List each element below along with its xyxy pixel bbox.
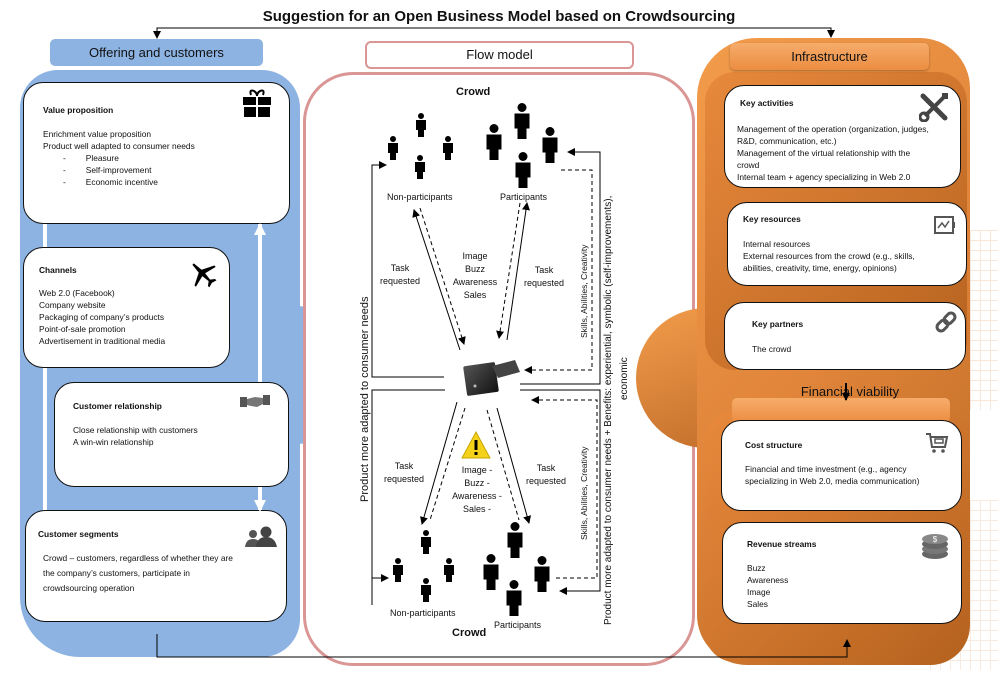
revenue-streams-card: Revenue streams Buzz Awareness Image Sal… bbox=[722, 522, 962, 624]
card-line: Internal resources bbox=[743, 239, 811, 249]
tools-icon bbox=[919, 93, 948, 122]
card-title: Key activities bbox=[740, 98, 794, 108]
handshake-icon bbox=[240, 395, 270, 407]
card-line: the company’s customers, participate in bbox=[43, 568, 190, 578]
card-line: The crowd bbox=[752, 344, 792, 354]
key-resources-card: Key resources Internal resources Externa… bbox=[727, 202, 967, 286]
diagram-title: Suggestion for an Open Business Model ba… bbox=[262, 8, 736, 25]
card-title: Key partners bbox=[752, 319, 804, 329]
non-participants-label-top: Non-participants bbox=[387, 192, 453, 202]
customer-relationship-card: Customer relationship Close relationship… bbox=[54, 382, 289, 487]
card-line: Enrichment value proposition bbox=[43, 129, 152, 139]
skills-label-top: Skills, Abilities, Creativity bbox=[579, 244, 589, 338]
participants-label-top: Participants bbox=[500, 192, 548, 202]
card-line: A win-win relationship bbox=[73, 437, 154, 447]
bullet-item: Economic incentive bbox=[85, 177, 158, 187]
card-line: Product well adapted to consumer needs bbox=[43, 141, 195, 151]
card-line: Advertisement in traditional media bbox=[39, 336, 166, 346]
card-title: Customer segments bbox=[38, 529, 119, 539]
skills-label-bottom: Skills, Abilities, Creativity bbox=[579, 446, 589, 540]
bullet-item: Self-improvement bbox=[85, 165, 152, 175]
customer-segments-card: Customer segments Crowd – customers, reg… bbox=[25, 510, 287, 622]
value-proposition-card: Value proposition Enrichment value propo… bbox=[23, 82, 290, 224]
card-line: Image bbox=[747, 587, 771, 597]
gift-icon bbox=[243, 89, 271, 117]
bullet-item: Pleasure bbox=[85, 153, 119, 163]
financial-header-bar bbox=[732, 398, 950, 422]
card-title: Value proposition bbox=[43, 105, 114, 115]
cost-structure-card: Cost structure Financial and time invest… bbox=[721, 420, 962, 511]
offering-header: Offering and customers bbox=[50, 39, 263, 66]
card-line: Web 2.0 (Facebook) bbox=[39, 288, 115, 298]
card-line: R&D, communication, etc.) bbox=[737, 136, 837, 146]
card-line: Management of the virtual relationship w… bbox=[737, 148, 911, 158]
crowd-label-bottom: Crowd bbox=[452, 627, 487, 639]
card-line: Awareness bbox=[747, 575, 789, 585]
financial-viability-label: Financial viability bbox=[800, 384, 900, 399]
connector-line bbox=[258, 220, 262, 512]
infrastructure-header: Infrastructure bbox=[730, 43, 929, 70]
flow-header: Flow model bbox=[365, 41, 634, 69]
benefits-label-bottom: Image -Buzz -Awareness -Sales - bbox=[452, 465, 502, 514]
svg-text:$: $ bbox=[933, 535, 938, 544]
card-title: Revenue streams bbox=[747, 539, 817, 549]
card-line: Sales bbox=[747, 599, 768, 609]
right-vertical-label-bottom: Product more adapted to consumer needs +… bbox=[603, 195, 614, 625]
card-line: crowdsourcing operation bbox=[43, 583, 135, 593]
card-line: External resources from the crowd (e.g.,… bbox=[743, 251, 915, 261]
participants-label-bottom: Participants bbox=[494, 620, 542, 630]
left-vertical-label: Product more adapted to consumer needs bbox=[359, 296, 371, 502]
top-connector-arrow bbox=[156, 27, 835, 38]
key-partners-card: Key partners The crowd bbox=[724, 302, 966, 370]
card-line: Company website bbox=[39, 300, 106, 310]
card-line: specializing in Web 2.0, media communica… bbox=[745, 476, 920, 486]
card-line: crowd bbox=[737, 160, 760, 170]
card-line: Internal team + agency specializing in W… bbox=[737, 172, 911, 182]
cart-icon bbox=[926, 433, 949, 453]
channels-card: Channels Web 2.0 (Facebook) Company webs… bbox=[23, 247, 230, 368]
non-participants-label-bottom: Non-participants bbox=[390, 608, 456, 618]
card-title: Channels bbox=[39, 265, 77, 275]
crowd-label-top: Crowd bbox=[456, 86, 491, 98]
card-line: Financial and time investment (e.g., age… bbox=[745, 464, 907, 474]
coins-icon: $ bbox=[922, 534, 948, 559]
card-line: Packaging of company’s products bbox=[39, 312, 165, 322]
users-icon bbox=[245, 526, 277, 547]
card-line: Point-of-sale promotion bbox=[39, 324, 126, 334]
airplane-icon bbox=[192, 263, 217, 288]
card-line: Buzz bbox=[747, 563, 766, 573]
key-activities-card: Key activities Management of the operati… bbox=[724, 85, 961, 188]
card-line: Crowd – customers, regardless of whether… bbox=[43, 553, 233, 563]
right-vertical-label-economic: economic bbox=[619, 357, 630, 400]
card-title: Cost structure bbox=[745, 440, 803, 450]
link-icon bbox=[935, 311, 957, 333]
card-title: Customer relationship bbox=[73, 401, 162, 411]
battery-icon bbox=[934, 216, 955, 234]
card-line: abilities, creativity, time, energy, opi… bbox=[743, 263, 897, 273]
card-title: Key resources bbox=[743, 214, 801, 224]
card-line: Management of the operation (organizatio… bbox=[737, 124, 929, 134]
card-line: Close relationship with customers bbox=[73, 425, 198, 435]
